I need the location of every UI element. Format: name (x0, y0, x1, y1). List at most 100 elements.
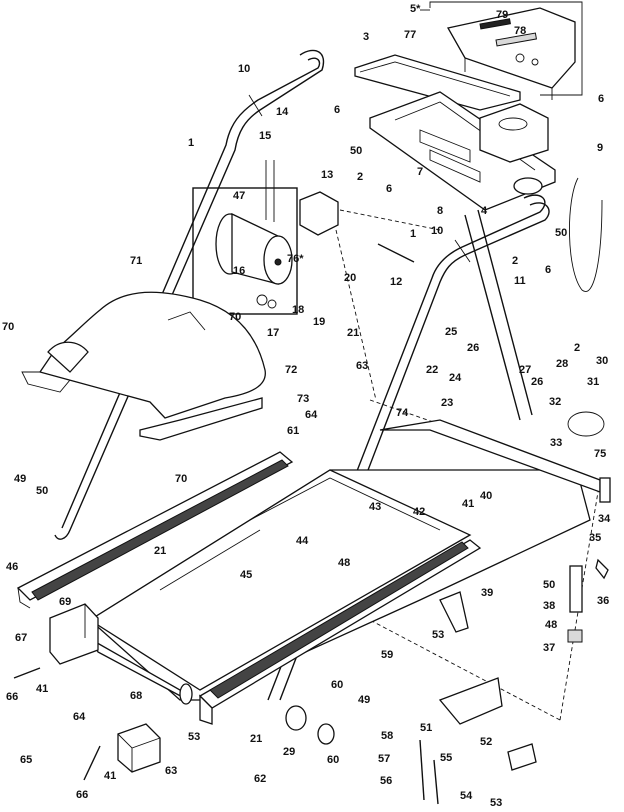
callout-c47: 47 (233, 190, 245, 202)
callout-c7: 7 (417, 166, 423, 178)
bolt-41 (83, 745, 101, 781)
callout-c70a: 70 (229, 311, 241, 323)
callout-c5: 5* (410, 3, 421, 15)
callout-c69: 69 (59, 596, 71, 608)
callout-c48b: 48 (545, 619, 557, 631)
callout-c55: 55 (440, 752, 452, 764)
console-detail-box (420, 1, 583, 100)
callout-c58: 58 (381, 730, 393, 742)
callout-c18: 18 (292, 304, 304, 316)
callout-c63a: 63 (356, 360, 368, 372)
callout-c9: 9 (597, 142, 603, 154)
callout-c37: 37 (543, 642, 555, 654)
callout-c12: 12 (390, 276, 402, 288)
callout-c25: 25 (445, 326, 457, 338)
callout-c34: 34 (598, 513, 611, 525)
motor-bracket (299, 191, 339, 236)
callout-c50b: 50 (555, 227, 567, 239)
callout-c38: 38 (543, 600, 555, 612)
callout-c60a: 60 (331, 679, 343, 691)
ground-wire (569, 177, 603, 292)
callout-c46a: 46 (6, 561, 18, 573)
callout-c3: 3 (363, 31, 369, 43)
callout-c54: 54 (460, 790, 473, 802)
callout-c66a: 66 (6, 691, 18, 703)
callout-c2c: 2 (574, 342, 580, 354)
callout-c79: 79 (496, 9, 508, 21)
callout-c41c: 41 (104, 770, 116, 782)
callout-c67: 67 (15, 632, 27, 644)
motor-controller (507, 743, 537, 771)
callout-c51: 51 (420, 722, 432, 734)
left-upright-handrail (54, 49, 325, 540)
console-base-assembly (354, 54, 556, 211)
bolt-66 (13, 667, 41, 679)
callout-c73: 73 (297, 393, 309, 405)
callout-c10a: 10 (238, 63, 250, 75)
callout-c11: 11 (514, 275, 526, 287)
callout-c13: 13 (321, 169, 333, 181)
callout-c52: 52 (480, 736, 492, 748)
callout-c68: 68 (130, 690, 142, 702)
callout-c32: 32 (549, 396, 561, 408)
callout-c2a: 2 (357, 171, 363, 183)
callout-c26a: 26 (467, 342, 479, 354)
callout-c33: 33 (550, 437, 562, 449)
callout-c57: 57 (378, 753, 390, 765)
wheel-60 (317, 723, 335, 745)
callout-c65: 65 (20, 754, 32, 766)
callout-c20: 20 (344, 272, 356, 284)
callout-c6c: 6 (386, 183, 392, 195)
callout-c2b: 2 (512, 255, 518, 267)
callout-c62: 62 (254, 773, 266, 785)
callout-c70b: 70 (2, 321, 14, 333)
callout-c53b: 53 (188, 731, 200, 743)
callout-c41a: 41 (462, 498, 474, 510)
callout-c4: 4 (481, 205, 488, 217)
callout-c19: 19 (313, 316, 325, 328)
callout-c27: 27 (519, 364, 531, 376)
callout-c21b: 21 (154, 545, 166, 557)
motor-hood (21, 291, 266, 441)
callout-c6b: 6 (598, 93, 604, 105)
callout-c16: 16 (233, 265, 245, 277)
callout-c39: 39 (481, 587, 493, 599)
callout-c74: 74 (396, 407, 409, 419)
callout-c50c: 50 (36, 485, 48, 497)
callout-c10b: 10 (431, 225, 443, 237)
callout-c50a: 50 (350, 145, 362, 157)
callout-c49b: 49 (358, 694, 370, 706)
callout-c6a: 6 (334, 104, 340, 116)
wheel-29 (285, 705, 307, 731)
deck-and-frame (88, 399, 601, 721)
left-side-rail (16, 451, 294, 609)
callout-c77: 77 (404, 29, 416, 41)
lift-plate (438, 677, 503, 725)
callout-c26b: 26 (531, 376, 543, 388)
callout-c53c: 53 (490, 797, 502, 809)
callout-c66b: 66 (76, 789, 88, 801)
callout-c36: 36 (597, 595, 609, 607)
callout-c43: 43 (369, 501, 381, 513)
callout-c76: 76* (287, 253, 304, 265)
motor-detail-box (192, 160, 298, 315)
callout-c21a: 21 (347, 327, 359, 339)
callout-c17: 17 (267, 327, 279, 339)
callout-c75: 75 (594, 448, 606, 460)
callout-c44: 44 (296, 535, 309, 547)
callout-c48a: 48 (338, 557, 350, 569)
callout-c23: 23 (441, 397, 453, 409)
callout-c6d: 6 (545, 264, 551, 276)
callout-c59: 59 (381, 649, 393, 661)
rod-55 (419, 739, 425, 801)
callout-c56: 56 (380, 775, 392, 787)
callout-c35: 35 (589, 532, 601, 544)
callout-c22: 22 (426, 364, 438, 376)
power-cord (567, 411, 605, 437)
rear-leg-assembly (439, 477, 611, 643)
callout-c14: 14 (276, 106, 289, 118)
callout-c53a: 53 (432, 629, 444, 641)
rod-54 (433, 759, 439, 805)
callout-c1b: 1 (410, 228, 416, 240)
